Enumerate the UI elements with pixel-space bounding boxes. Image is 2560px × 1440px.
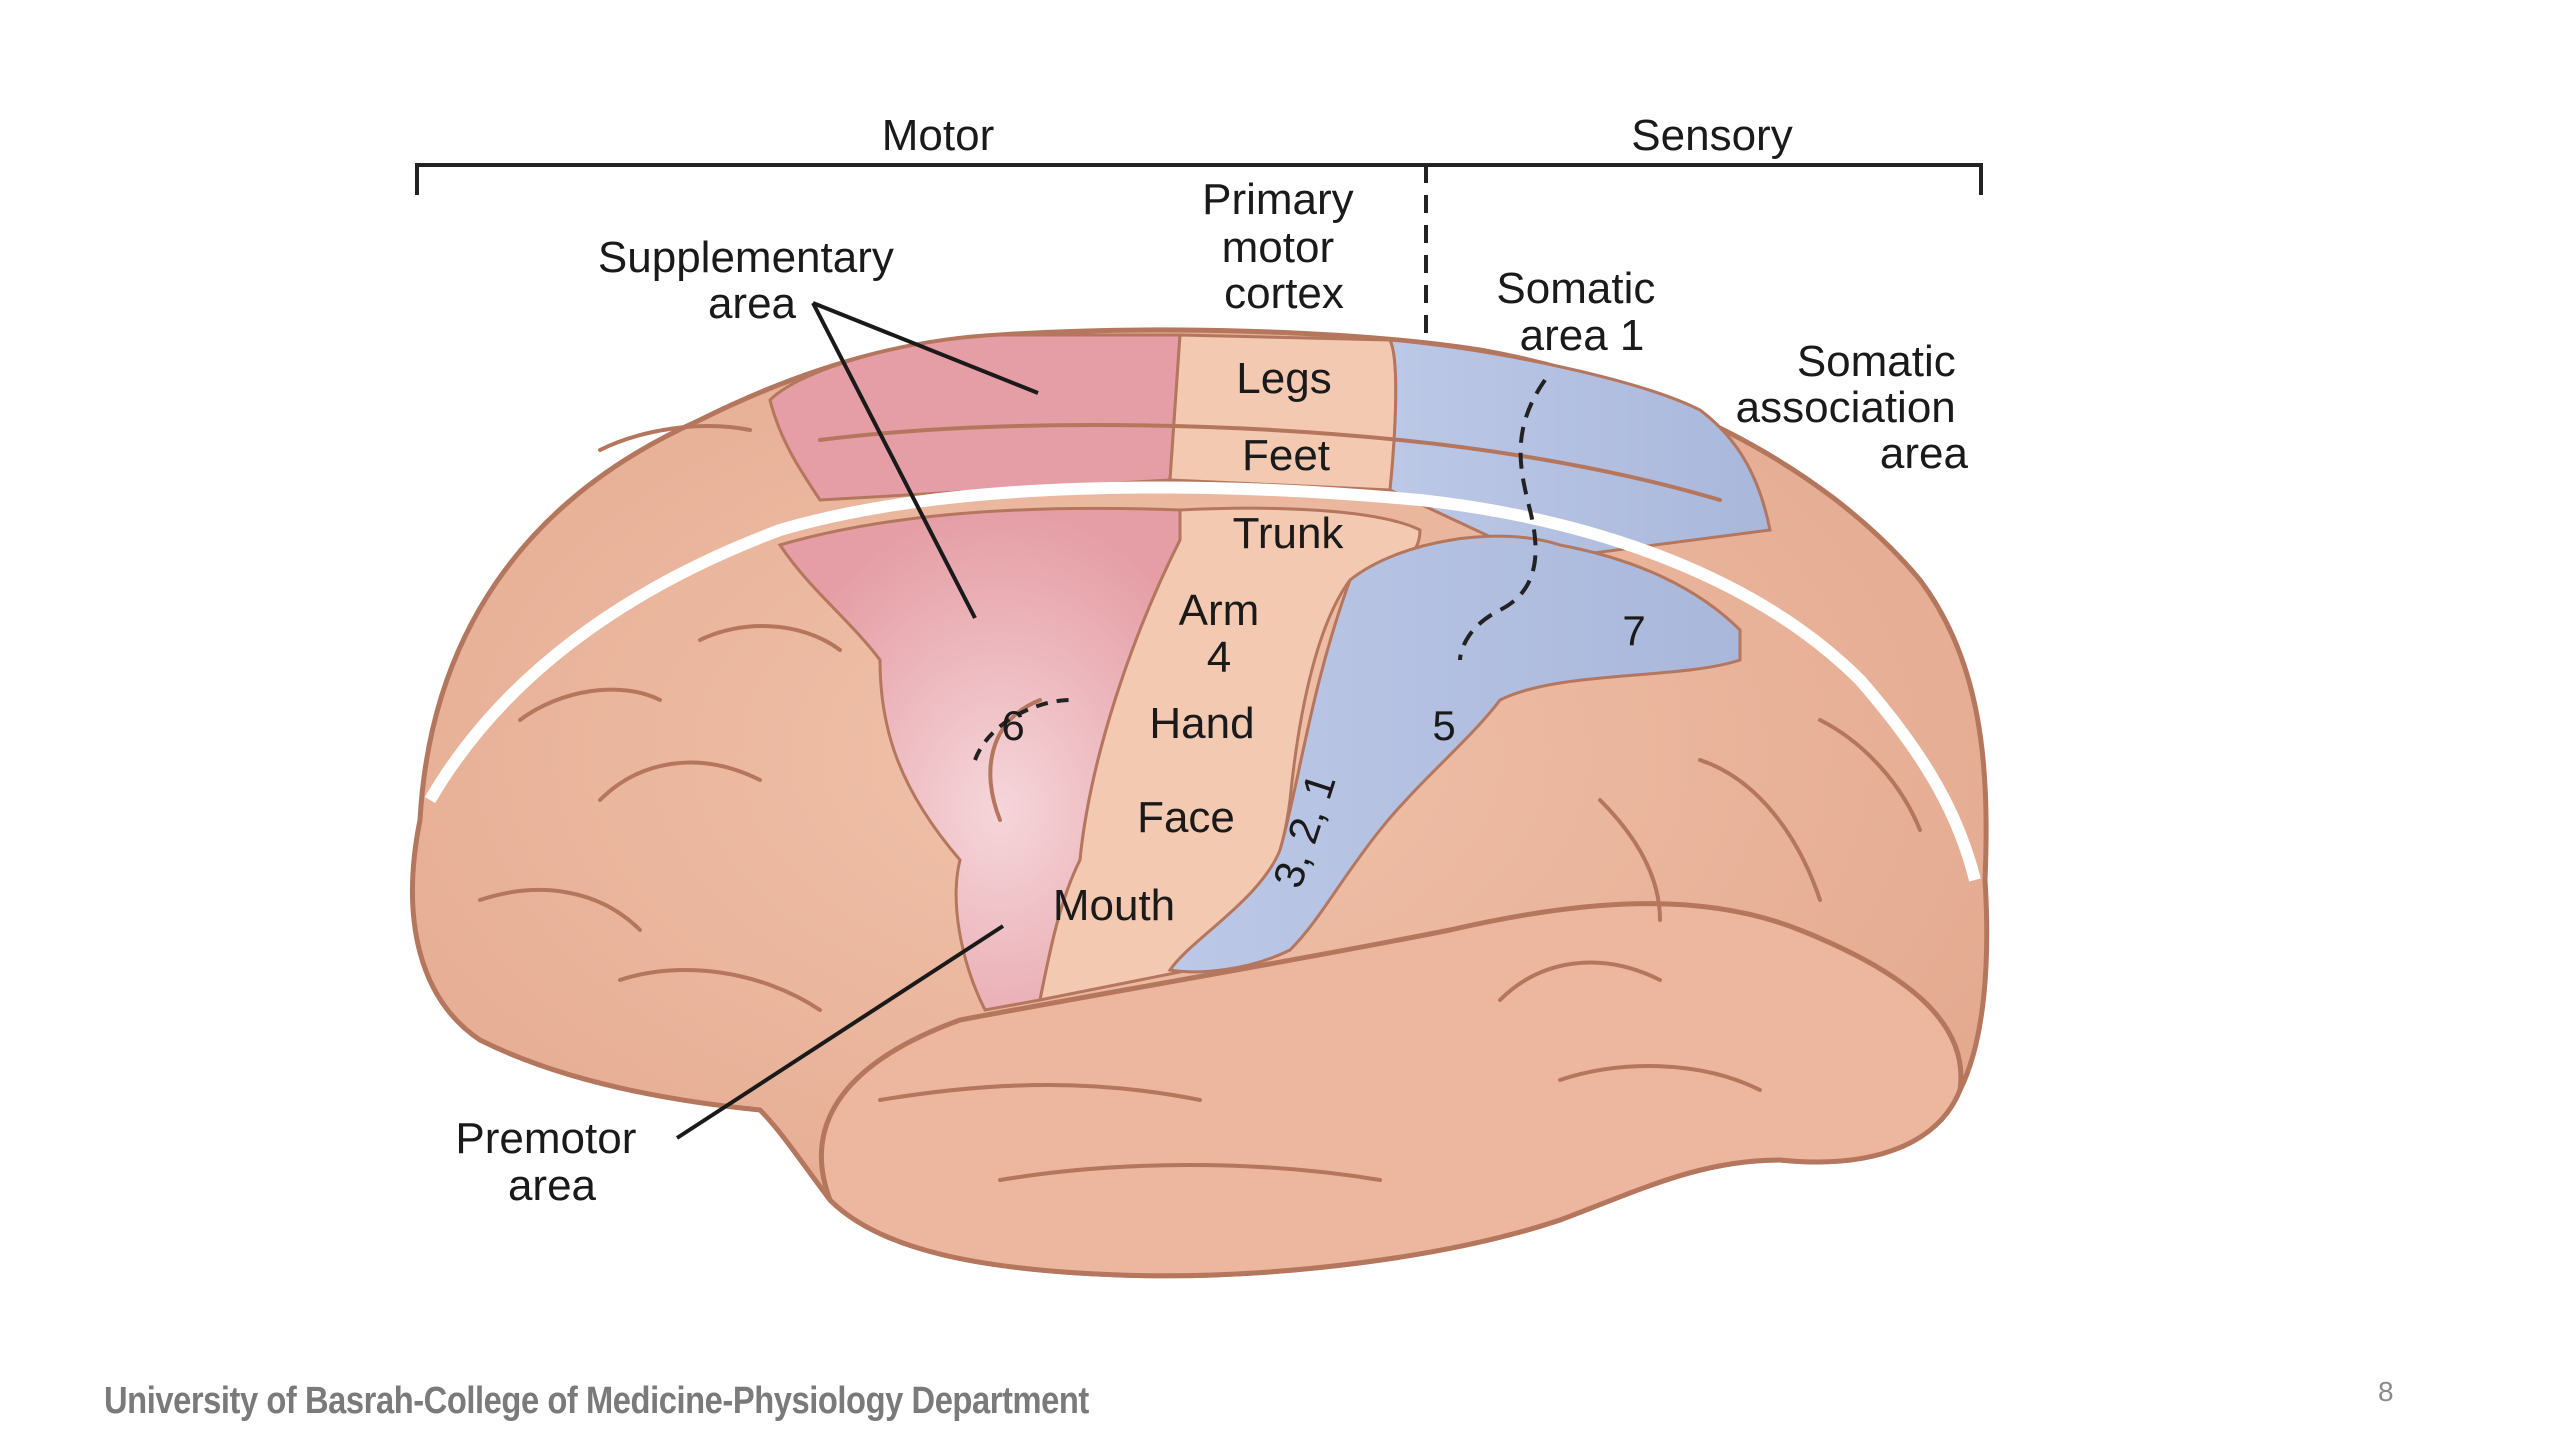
area-7-label: 7 xyxy=(1622,607,1645,654)
feet-label: Feet xyxy=(1242,431,1330,480)
brain-hemisphere xyxy=(410,327,1990,1279)
leader-lines xyxy=(675,301,1039,1140)
sulci-lines xyxy=(478,423,1922,1182)
face-label: Face xyxy=(1137,793,1235,842)
area6-boundary-dashed xyxy=(973,698,1071,761)
somatic-area-lower xyxy=(1167,534,1742,974)
somatic-area-1-label: Somatic area 1 xyxy=(1496,264,1667,360)
area-6-label: 6 xyxy=(1001,702,1024,749)
supplementary-area-label: Supplementary area xyxy=(598,233,906,328)
somatic-association-area-label: Somatic association area xyxy=(1736,337,1969,478)
supplementary-leader-2 xyxy=(811,302,977,619)
supplementary-area-upper xyxy=(768,333,1182,502)
motor-sensory-bracket xyxy=(415,163,1983,355)
hand-label: Hand xyxy=(1149,699,1254,748)
mouth-label: Mouth xyxy=(1053,881,1175,930)
trunk-label: Trunk xyxy=(1233,509,1345,558)
arm-label: Arm xyxy=(1179,586,1260,635)
supplementary-leader-1 xyxy=(812,301,1039,395)
motor-header-label: Motor xyxy=(882,111,994,160)
slide-page-number: 8 xyxy=(2378,1376,2394,1407)
area-4-label: 4 xyxy=(1207,633,1231,682)
somatic-boundary-dashed xyxy=(1458,378,1547,661)
legs-label: Legs xyxy=(1236,354,1331,403)
temporal-lobe xyxy=(818,901,1964,1279)
sensory-header-label: Sensory xyxy=(1631,111,1792,160)
premotor-leader xyxy=(675,924,1005,1140)
area-5-label: 5 xyxy=(1432,702,1455,749)
slide-footer: University of Basrah-College of Medicine… xyxy=(104,1380,1089,1422)
hemisphere-edge-gap xyxy=(424,481,1981,882)
premotor-area-label: Premotor area xyxy=(455,1114,648,1210)
primary-motor-cortex-label: Primary motor cortex xyxy=(1202,175,1366,318)
